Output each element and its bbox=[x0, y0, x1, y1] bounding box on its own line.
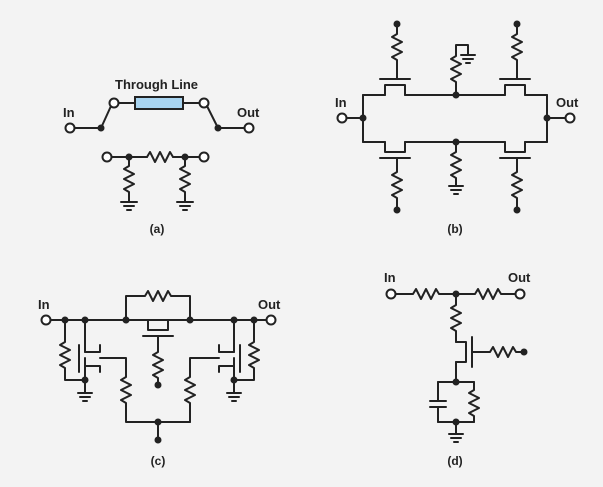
panel-d-out-label: Out bbox=[508, 270, 531, 285]
panel-b-fet-bottom-right bbox=[499, 141, 531, 159]
panel-c-fet-right bbox=[218, 344, 241, 373]
panel-d-out-series-resistor bbox=[455, 288, 517, 300]
ground-icon bbox=[226, 392, 242, 402]
ground-icon bbox=[448, 185, 464, 195]
panel-a-shunt-resistor-left bbox=[123, 156, 135, 203]
panel-a-out-label: Out bbox=[237, 105, 260, 120]
panel-b-bias-dot bbox=[393, 20, 401, 28]
panel-b-gate-resistor-bottom-right bbox=[511, 157, 523, 211]
panel-b-fet-bottom-left bbox=[379, 141, 411, 159]
panel-a-caption: (a) bbox=[150, 222, 165, 236]
panel-b-bias-dot bbox=[513, 206, 521, 214]
panel-b-bias-dot bbox=[393, 206, 401, 214]
panel-b: In Out bbox=[335, 20, 579, 236]
panel-b-caption: (b) bbox=[447, 222, 462, 236]
panel-b-gate-resistor-bottom-left bbox=[391, 157, 403, 211]
panel-c-in-terminal bbox=[40, 314, 52, 326]
panel-a-in-terminal bbox=[64, 122, 76, 134]
panel-b-in-terminal bbox=[336, 112, 348, 124]
panel-a-atten-out-terminal bbox=[198, 151, 210, 163]
panel-d-in-label: In bbox=[384, 270, 396, 285]
panel-d-rc-resistor bbox=[468, 381, 480, 423]
panel-c-fet-center bbox=[142, 319, 174, 337]
ground-icon bbox=[448, 421, 464, 443]
panel-d: In Out (d) bbox=[384, 270, 531, 468]
panel-b-top-shunt-resistor bbox=[450, 44, 469, 96]
panel-d-in-series-resistor bbox=[394, 288, 457, 300]
panel-c-gate-resistor-center bbox=[152, 335, 164, 386]
panel-a-in-label: In bbox=[63, 105, 75, 120]
panel-d-out-terminal bbox=[514, 288, 526, 300]
panel-a-series-resistor bbox=[146, 151, 174, 163]
panel-b-in-label: In bbox=[335, 95, 347, 110]
panel-c-left-bypass-resistor bbox=[59, 319, 86, 381]
panel-d-caption: (d) bbox=[447, 454, 462, 468]
panel-b-bias-dot bbox=[513, 20, 521, 28]
panel-a-in-switch-contact bbox=[108, 97, 120, 109]
panel-d-shunt-resistor bbox=[450, 293, 462, 343]
panel-a-out-switch-arm bbox=[206, 105, 219, 129]
ground-icon bbox=[77, 392, 93, 402]
panel-a: Through Line In Out (a) bbox=[63, 77, 260, 236]
panel-b-gate-resistor-top-right bbox=[511, 23, 523, 80]
panel-c-out-label: Out bbox=[258, 297, 281, 312]
panel-d-capacitor bbox=[429, 381, 447, 423]
panel-d-gate-resistor bbox=[471, 346, 525, 358]
panel-c-out-terminal bbox=[265, 314, 277, 326]
panel-b-bottom-shunt-resistor bbox=[450, 141, 462, 187]
panel-c-right-gate-resistor bbox=[184, 357, 220, 423]
panel-c-bias-dot bbox=[154, 381, 162, 389]
panel-a-atten-in-terminal bbox=[101, 151, 113, 163]
panel-a-out-terminal bbox=[243, 122, 255, 134]
panel-d-bias-dot bbox=[520, 348, 528, 356]
panel-c-right-bypass-resistor bbox=[233, 319, 260, 381]
panel-c-caption: (c) bbox=[151, 454, 166, 468]
panel-c-left-gate-resistor bbox=[99, 357, 191, 423]
ground-icon bbox=[176, 201, 194, 211]
panel-c-fet-left bbox=[78, 344, 101, 373]
panel-d-in-terminal bbox=[385, 288, 397, 300]
panel-b-out-label: Out bbox=[556, 95, 579, 110]
panel-c-node bbox=[230, 376, 238, 384]
ground-icon bbox=[120, 201, 138, 211]
panel-c-in-label: In bbox=[38, 297, 50, 312]
panel-b-gate-resistor-top-left bbox=[391, 23, 403, 80]
through-line-element bbox=[134, 96, 184, 110]
panel-b-fet-top-right bbox=[499, 78, 531, 96]
ground-icon bbox=[460, 54, 476, 64]
panel-c-bridge-resistor bbox=[125, 290, 191, 321]
panel-c-control-dot bbox=[154, 436, 162, 444]
through-line-label: Through Line bbox=[115, 77, 198, 92]
panel-c: In Out (c) bbox=[38, 290, 281, 468]
panel-c-node bbox=[81, 376, 89, 384]
panel-a-in-switch-arm bbox=[100, 105, 112, 129]
panel-d-fet bbox=[455, 336, 473, 368]
panel-a-shunt-resistor-right bbox=[179, 156, 191, 203]
panel-b-fet-top-left bbox=[379, 78, 411, 96]
panel-a-out-switch-contact bbox=[198, 97, 210, 109]
panel-b-out-terminal bbox=[564, 112, 576, 124]
